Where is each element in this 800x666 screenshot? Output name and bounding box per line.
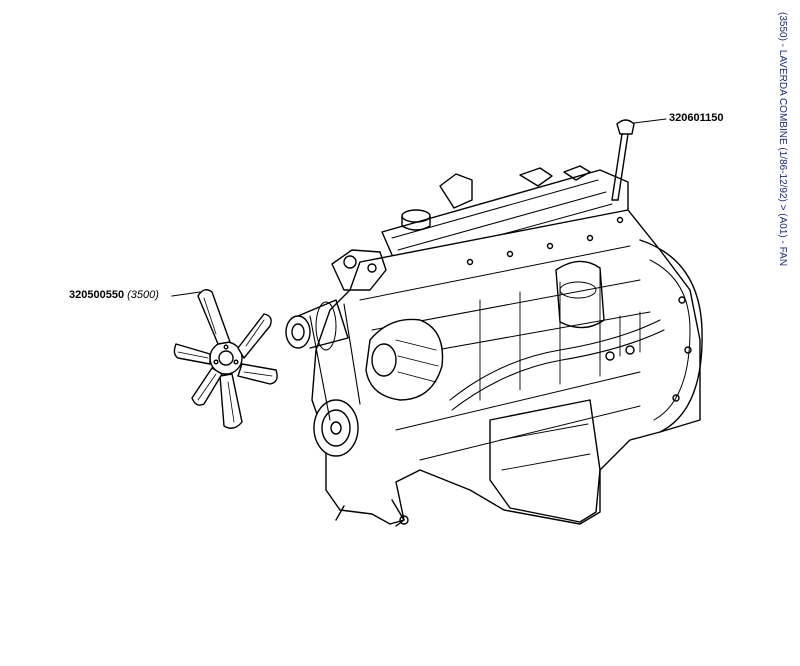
engine-block xyxy=(285,165,703,527)
fan xyxy=(173,289,278,429)
dipstick xyxy=(611,118,667,201)
diagram-caption: (3550) - LAVERDA COMBINE (1/86-12/92) > … xyxy=(777,12,788,267)
fan-leader-line xyxy=(171,291,201,297)
fan-reference: (3500) xyxy=(127,289,159,301)
fan-part-number: 320500550 xyxy=(69,289,125,301)
dipstick-part-number: 320601150 xyxy=(669,112,724,124)
fan-part-number-label[interactable]: 320500550 (3500) xyxy=(69,289,159,301)
dipstick-part-number-label[interactable]: 320601150 xyxy=(669,112,723,124)
